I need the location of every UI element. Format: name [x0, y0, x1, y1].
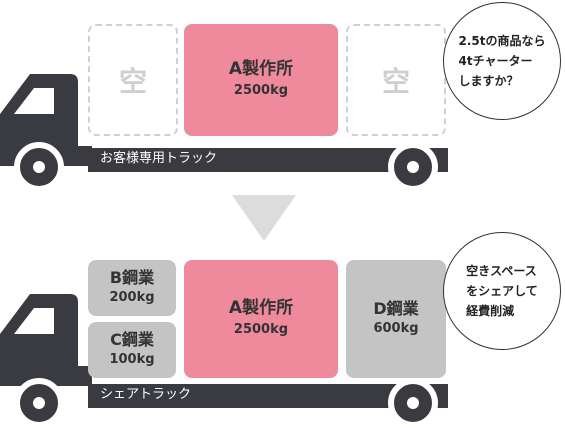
rear-wheel-hub: [407, 161, 419, 173]
front-wheel-hub: [33, 161, 45, 173]
rear-wheel-hub: [407, 397, 419, 409]
truck-bed: お客様専用トラック: [88, 148, 448, 172]
cargo-weight: 200kg: [109, 290, 155, 305]
front-wheel: [14, 142, 64, 192]
cargo-name: A製作所: [228, 298, 294, 318]
truck-bed-label: シェアトラック: [100, 387, 192, 402]
cargo-c: C鋼業 100kg: [88, 322, 176, 378]
speech-bubble: 空きスペース をシェアして 経費削減: [443, 232, 561, 350]
cargo-name: D鋼業: [373, 299, 419, 318]
down-arrow-icon: [232, 195, 296, 241]
front-wheel-hub: [33, 397, 45, 409]
cargo-name: C鋼業: [110, 330, 154, 349]
cargo-b: B鋼業 200kg: [88, 260, 176, 316]
cargo-name: B鋼業: [109, 268, 155, 287]
cargo-a: A製作所 2500kg: [184, 260, 338, 378]
cargo-weight: 600kg: [373, 321, 419, 336]
empty-slot-right: 空: [346, 24, 446, 136]
speech-bubble: 2.5tの商品なら 4tチャーター しますか？: [443, 2, 561, 120]
cargo-weight: 2500kg: [233, 83, 289, 98]
empty-slot-left: 空: [88, 24, 178, 136]
cargo-d: D鋼業 600kg: [346, 260, 446, 378]
truck-bed-label: お客様専用トラック: [100, 151, 218, 166]
cargo-weight: 2500kg: [233, 322, 289, 337]
cargo-name: A製作所: [228, 59, 294, 79]
cargo-a: A製作所 2500kg: [184, 24, 338, 136]
cargo-weight: 100kg: [109, 352, 155, 367]
